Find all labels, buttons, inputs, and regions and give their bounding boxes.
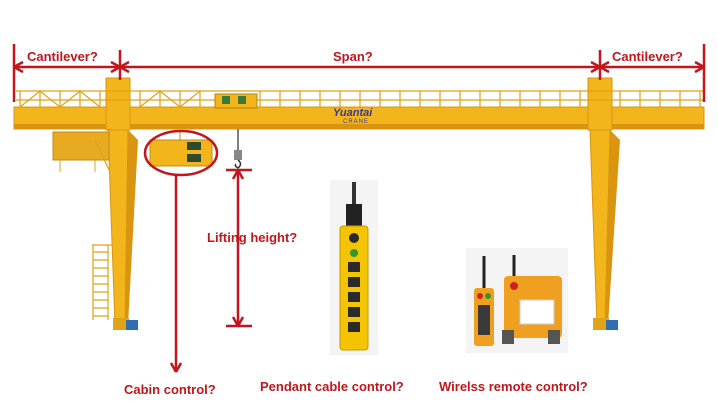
trolley xyxy=(214,93,258,109)
pendant-control-photo xyxy=(330,180,378,355)
brand-name: Yuantai xyxy=(333,107,373,119)
right-leg xyxy=(589,129,620,330)
wireless-remote-photo xyxy=(466,248,568,353)
label-pendant-control: Pendant cable control? xyxy=(260,379,404,394)
label-lifting-height: Lifting height? xyxy=(207,230,298,245)
dimension-lines xyxy=(12,44,706,102)
label-span: Span? xyxy=(333,49,373,64)
brand-subtitle: CRANE xyxy=(343,119,370,125)
access-ladder xyxy=(92,244,112,320)
left-leg xyxy=(107,129,138,330)
label-cantilever-right: Cantilever? xyxy=(612,49,683,64)
cabin-callout xyxy=(143,129,219,373)
label-cantilever-left: Cantilever? xyxy=(27,49,98,64)
hook xyxy=(234,129,242,169)
operator-cabin xyxy=(149,130,213,167)
lifting-height-dimension xyxy=(226,168,252,328)
walkway-railing xyxy=(16,90,704,108)
electrical-house xyxy=(52,131,111,173)
label-wireless-control: Wirelss remote control? xyxy=(439,379,588,394)
brand-logo: Yuantai CRANE xyxy=(333,107,373,126)
label-cabin-control: Cabin control? xyxy=(124,382,216,397)
